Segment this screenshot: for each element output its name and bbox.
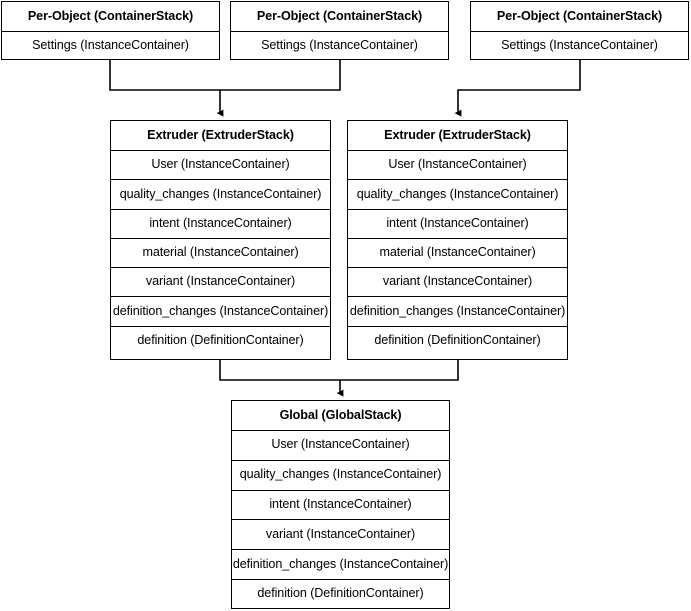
node-extruder-1-row-user: User (InstanceContainer) (111, 150, 330, 179)
node-per-object-2[interactable]: Per-Object (ContainerStack) Settings (In… (230, 1, 449, 60)
node-extruder-1-row-material: material (InstanceContainer) (111, 237, 330, 267)
node-per-object-2-header: Per-Object (ContainerStack) (256, 8, 423, 23)
node-extruder-1-row-definition-changes: definition_changes (InstanceContainer) (111, 296, 330, 325)
node-global-row-intent: intent (InstanceContainer) (232, 489, 449, 520)
node-extruder-1-row-quality-changes: quality_changes (InstanceContainer) (111, 179, 330, 208)
node-global[interactable]: Global (GlobalStack) User (InstanceConta… (231, 400, 450, 609)
node-extruder-2-header: Extruder (ExtruderStack) (384, 127, 531, 142)
node-extruder-2-row-material: material (InstanceContainer) (348, 237, 567, 267)
node-global-row-variant: variant (InstanceContainer) (232, 519, 449, 549)
node-global-row-definition-changes: definition_changes (InstanceContainer) (232, 549, 449, 579)
node-global-row-quality-changes: quality_changes (InstanceContainer) (232, 459, 449, 490)
node-per-object-1-row-settings: Settings (InstanceContainer) (2, 31, 219, 59)
node-global-row-user: User (InstanceContainer) (232, 430, 449, 460)
node-extruder-1-row-definition: definition (DefinitionContainer) (111, 325, 330, 355)
node-extruder-2-row-intent: intent (InstanceContainer) (348, 208, 567, 238)
node-extruder-1-row-variant: variant (InstanceContainer) (111, 267, 330, 296)
connector-per-object-1-to-extruder-1 (109, 60, 220, 91)
node-per-object-3[interactable]: Per-Object (ContainerStack) Settings (In… (470, 1, 689, 60)
node-per-object-2-row-settings: Settings (InstanceContainer) (231, 31, 448, 59)
node-extruder-2[interactable]: Extruder (ExtruderStack) User (InstanceC… (347, 120, 568, 360)
node-extruder-1-header: Extruder (ExtruderStack) (147, 127, 294, 142)
node-per-object-1[interactable]: Per-Object (ContainerStack) Settings (In… (1, 1, 220, 60)
node-per-object-3-row-settings: Settings (InstanceContainer) (471, 31, 688, 59)
node-extruder-2-row-variant: variant (InstanceContainer) (348, 267, 567, 296)
node-extruder-1-row-intent: intent (InstanceContainer) (111, 208, 330, 238)
node-extruder-2-row-user: User (InstanceContainer) (348, 150, 567, 179)
node-per-object-1-header: Per-Object (ContainerStack) (27, 8, 194, 23)
connector-per-object-3-to-extruder-2 (454, 60, 581, 117)
node-extruder-2-row-definition: definition (DefinitionContainer) (348, 325, 567, 355)
connector-extruder-1-to-global (219, 360, 340, 381)
node-extruder-1[interactable]: Extruder (ExtruderStack) User (InstanceC… (110, 120, 331, 360)
node-global-header: Global (GlobalStack) (279, 407, 402, 422)
connector-extruder-2-to-global (340, 360, 459, 381)
connector-per-object-2-to-extruder-1 (220, 60, 341, 91)
node-extruder-2-row-quality-changes: quality_changes (InstanceContainer) (348, 179, 567, 208)
node-extruder-2-row-definition-changes: definition_changes (InstanceContainer) (348, 296, 567, 325)
node-global-row-definition: definition (DefinitionContainer) (232, 578, 449, 609)
node-per-object-3-header: Per-Object (ContainerStack) (496, 8, 663, 23)
